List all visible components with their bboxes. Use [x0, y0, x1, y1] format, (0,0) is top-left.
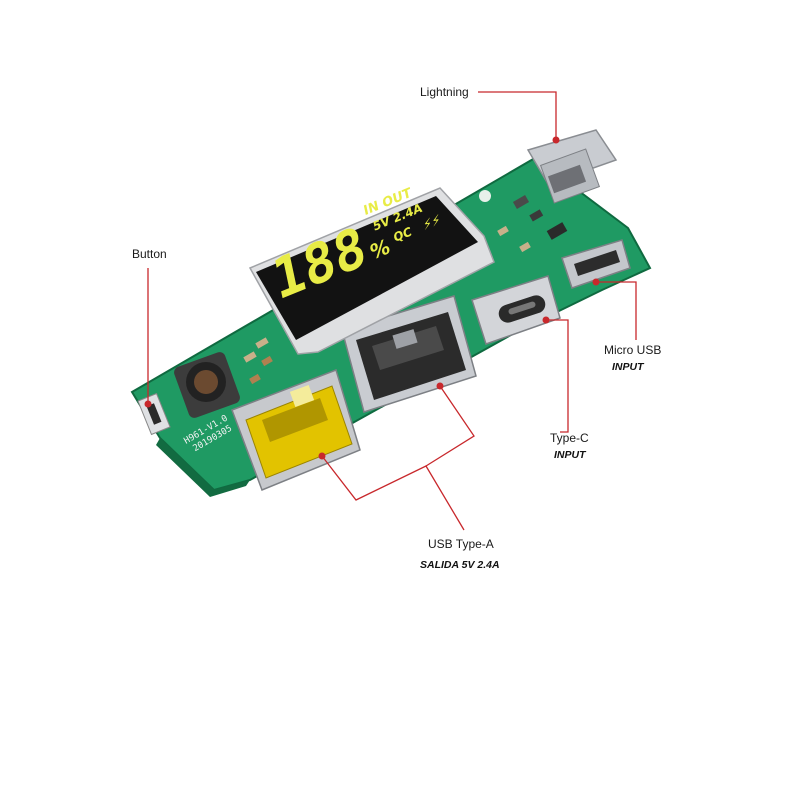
lcd-row-qc: QC	[392, 224, 413, 245]
callout-micro-usb-sub: INPUT	[612, 361, 645, 373]
type-c-port	[471, 275, 561, 345]
callout-micro-usb-label: Micro USB	[604, 343, 661, 357]
usb-a-port-yellow	[231, 369, 361, 491]
inductor	[174, 352, 240, 418]
callout-type-c-sub: INPUT	[554, 449, 587, 461]
callout-usb-a-sub: SALIDA 5V 2.4A	[420, 559, 500, 571]
mounting-hole	[479, 190, 491, 202]
callout-button-label: Button	[132, 247, 167, 261]
callout-usb-a-label: USB Type-A	[428, 537, 494, 551]
lightning-connector	[526, 129, 618, 204]
micro-usb-port	[561, 239, 631, 289]
usb-a-port-black	[341, 295, 477, 413]
lcd-display: 188 % IN OUT 5V 2.4A QC ⚡⚡	[248, 185, 495, 355]
lightning-bolt-icon: ⚡⚡	[422, 212, 442, 234]
lcd-percent: %	[368, 234, 392, 265]
callout-lightning-label: Lightning	[420, 85, 469, 99]
leader-lines	[144, 91, 637, 531]
callout-type-c-label: Type-C	[550, 431, 589, 445]
